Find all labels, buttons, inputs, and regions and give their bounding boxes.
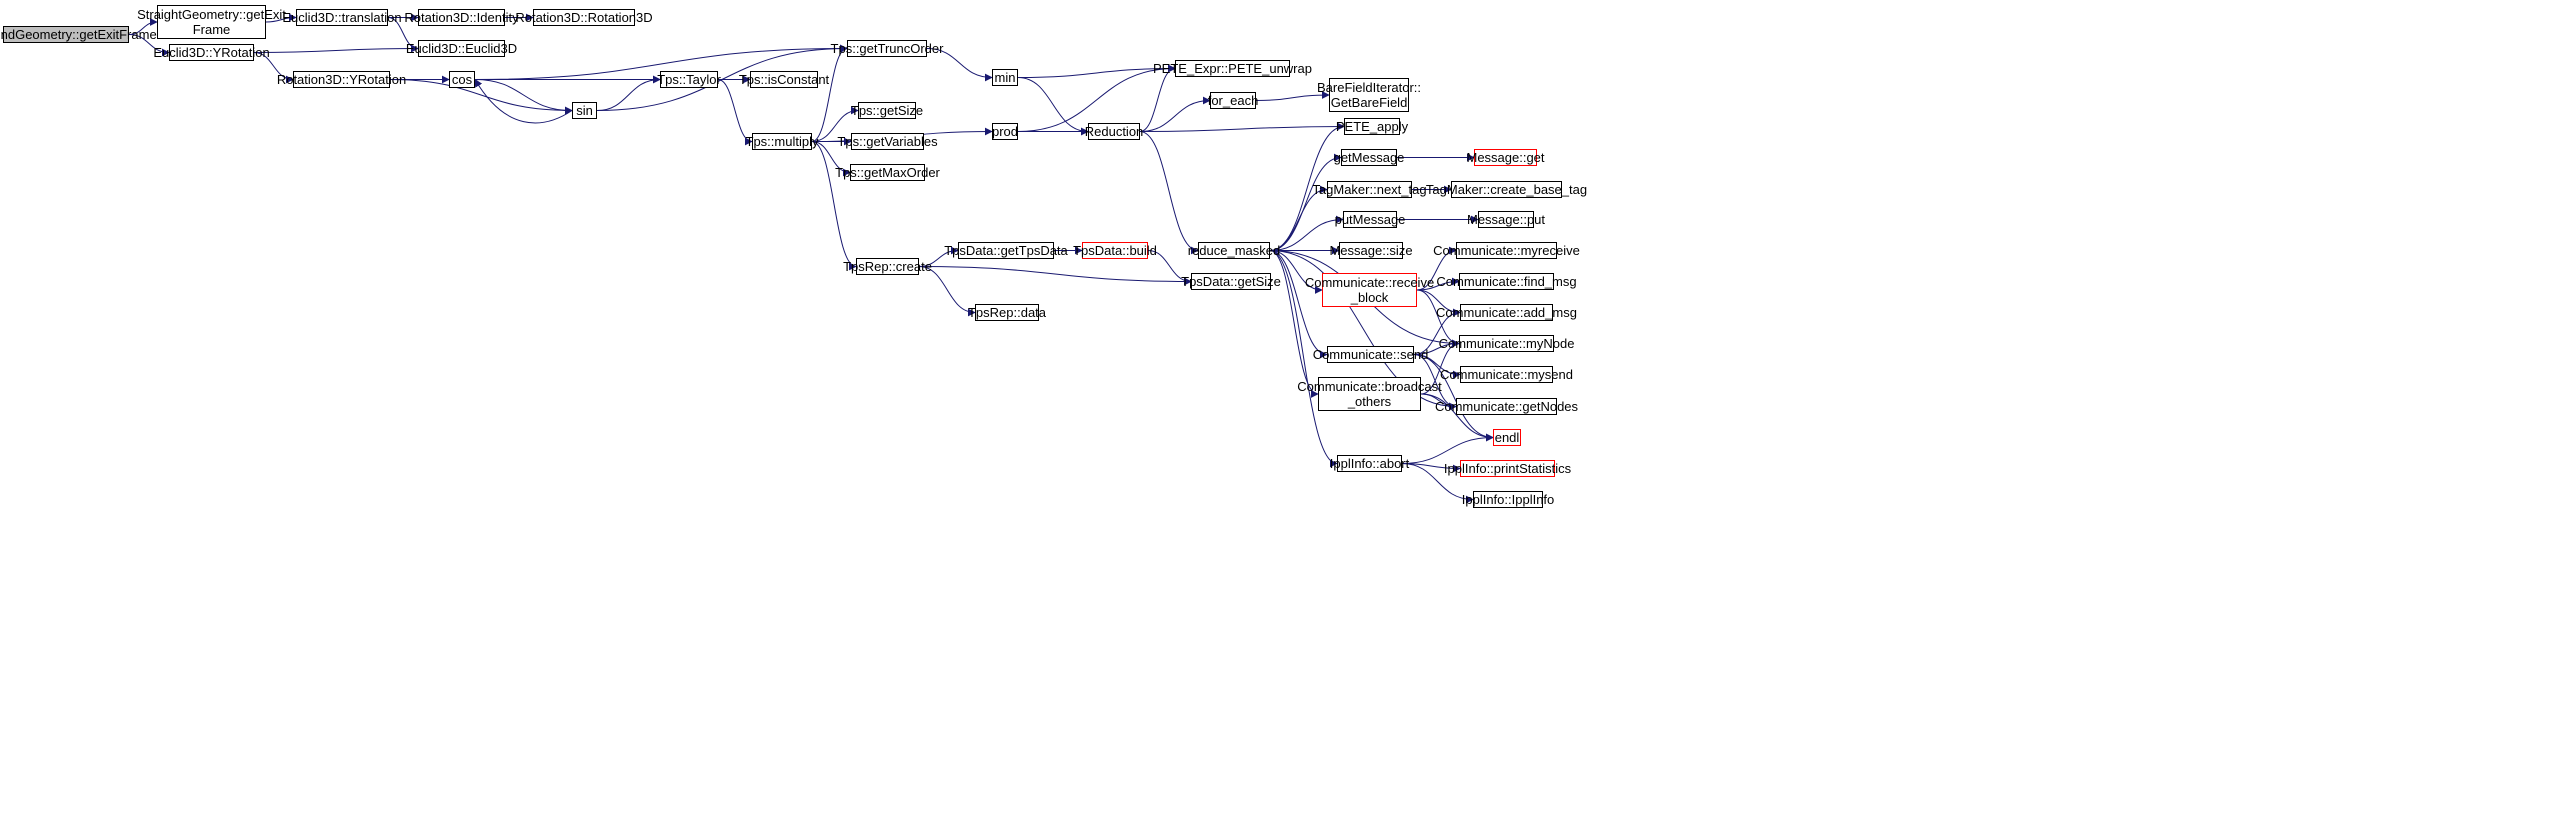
node-pete-expr-pete-unwrap[interactable]: PETE_Expr::PETE_unwrap: [1153, 60, 1312, 77]
call-edge-comm_send-to-endl: [1413, 354, 1494, 442]
call-edge-ippl_abort-to-endl: [1401, 433, 1494, 464]
node-tagmaker-next-tag[interactable]: TagMaker::next_tag: [1312, 181, 1427, 198]
node-euclid3d-yrotation[interactable]: Euclid3D::YRotation: [153, 44, 270, 61]
node-communicate-myreceive[interactable]: Communicate::myreceive: [1433, 242, 1580, 259]
node-tpsrep-data[interactable]: TpsRep::data: [967, 304, 1047, 321]
node-euclid3d-euclid3d[interactable]: Euclid3D::Euclid3D: [405, 40, 518, 57]
node-sin[interactable]: sin: [572, 102, 597, 119]
node-rotation3d-rotation3d[interactable]: Rotation3D::Rotation3D: [515, 9, 653, 26]
call-edge-tpsrep_create-to-tpsrep_data: [918, 266, 976, 317]
call-edge-reduce_masked-to-comm_send: [1269, 250, 1328, 359]
call-edge-tps_mult-to-tps_trunc: [811, 44, 848, 142]
call-edge-comm_recv-to-comm_find: [1416, 277, 1460, 291]
node-communicate-add-msg[interactable]: Communicate::add_msg: [1436, 304, 1577, 321]
node-message-put[interactable]: Message::put: [1466, 211, 1546, 228]
node-communicate-getnodes[interactable]: Communicate::getNodes: [1434, 398, 1579, 415]
node-putmessage[interactable]: putMessage: [1334, 211, 1406, 228]
call-edge-reduction-to-pete_apply: [1139, 122, 1345, 132]
call-edge-sg_exit-to-e_trans: [265, 13, 297, 23]
call-edge-reduction-to-for_each: [1139, 96, 1211, 132]
node-for-each[interactable]: for_each: [1207, 92, 1259, 109]
call-edge-comm_bcast-to-endl: [1420, 393, 1494, 442]
node-tps-getvariables[interactable]: Tps::getVariables: [837, 133, 938, 150]
node-reduction[interactable]: Reduction: [1084, 123, 1144, 140]
call-edge-reduce_masked-to-pete_apply: [1269, 122, 1345, 251]
call-edge-reduce_masked-to-comm_recv: [1269, 250, 1323, 294]
call-edge-r_yrot-to-sin: [389, 79, 573, 115]
node-communicate-mynode[interactable]: Communicate::myNode: [1438, 335, 1575, 352]
call-edge-tps_mult-to-tps_gmax: [811, 141, 851, 177]
call-edge-tps_taylor-to-tps_mult: [717, 79, 753, 146]
call-edge-reduction-to-pete_unwrap: [1139, 64, 1176, 132]
call-edge-min-to-reduction: [1017, 77, 1089, 136]
node-communicate-find-msg[interactable]: Communicate::find_msg: [1436, 273, 1577, 290]
call-edge-cos-to-sin: [474, 79, 573, 115]
call-edge-for_each-to-bfi: [1255, 91, 1330, 101]
node-ipplinfo-printstatistics[interactable]: IpplInfo::printStatistics: [1443, 460, 1572, 477]
call-edge-reduce_masked-to-putmessage: [1269, 215, 1344, 251]
call-edge-sin-to-cos: [474, 78, 573, 124]
call-edge-tpsrep_create-to-tpsdata_size: [918, 266, 1192, 286]
call-edge-reduce_masked-to-ippl_abort: [1269, 250, 1338, 468]
call-edge-reduce_masked-to-getmessage: [1269, 153, 1342, 251]
node-rotation3d-yrotation[interactable]: Rotation3D::YRotation: [276, 71, 407, 88]
node-getmessage[interactable]: getMessage: [1333, 149, 1405, 166]
node-prod[interactable]: prod: [991, 123, 1019, 140]
node-message-get[interactable]: Message::get: [1466, 149, 1545, 166]
call-edge-reduce_masked-to-comm_bcast: [1269, 250, 1319, 398]
node-cos[interactable]: cos: [449, 71, 475, 88]
call-edge-reduce_masked-to-tag_next: [1269, 185, 1328, 251]
node-tps-gettruncorder[interactable]: Tps::getTruncOrder: [830, 40, 944, 57]
node-endl[interactable]: endl: [1493, 429, 1521, 446]
node-ipplinfo-abort[interactable]: IpplInfo::abort: [1329, 455, 1410, 472]
call-edge-tps_mult-to-tpsrep_create: [811, 141, 857, 271]
node-euclid3d-translation[interactable]: Euclid3D::translation: [282, 9, 402, 26]
node-barefielditerator-getbarefield[interactable]: BareFieldIterator:: GetBareField: [1316, 78, 1422, 112]
call-edge-comm_bcast-to-comm_mynode: [1420, 339, 1460, 395]
node-rotation3d-identity[interactable]: Rotation3D::Identity: [404, 9, 519, 26]
node-tpsrep-create[interactable]: TpsRep::create: [843, 258, 932, 275]
node-tagmaker-create-base-tag[interactable]: TagMaker::create_base_tag: [1425, 181, 1588, 198]
node-straightgeometry-getexitframe[interactable]: StraightGeometry::getExit Frame: [137, 5, 286, 39]
call-edge-sin-to-tps_taylor: [596, 75, 661, 111]
call-edge-tpsdata_build-to-tpsdata_size: [1147, 250, 1192, 286]
node-rbendgeometry-getexitframe: RBendGeometry::getExitFrame: [0, 26, 157, 43]
call-edge-min-to-pete_unwrap: [1017, 64, 1176, 78]
node-reduce-masked[interactable]: reduce_masked: [1187, 242, 1281, 259]
call-edge-reduction-to-reduce_masked: [1139, 131, 1199, 255]
node-communicate-broadcast-others[interactable]: Communicate::broadcast _others: [1297, 377, 1442, 411]
node-pete-apply[interactable]: PETE_apply: [1335, 118, 1409, 135]
call-edge-e_ytr-to-e_e3d: [253, 44, 419, 53]
call-edge-ippl_abort-to-ippl_ctor: [1401, 463, 1474, 504]
call-edge-prod-to-pete_unwrap: [1017, 64, 1176, 132]
call-edge-root-to-sg_exit: [128, 18, 158, 35]
call-edge-root-to-e_ytr: [128, 34, 170, 57]
call-edge-comm_send-to-comm_add: [1413, 308, 1461, 355]
call-edge-cos-to-tps_trunc: [474, 44, 848, 80]
node-ipplinfo-ipplinfo[interactable]: IpplInfo::IpplInfo: [1461, 491, 1555, 508]
node-tpsdata-build[interactable]: TpsData::build: [1073, 242, 1157, 259]
node-communicate-send[interactable]: Communicate::send: [1312, 346, 1429, 363]
call-edge-tps_mult-to-tps_gsize: [811, 106, 859, 142]
call-edge-e_ytr-to-r_yrot: [253, 52, 294, 84]
call-edge-reduce_masked-to-comm_getnodes: [1269, 250, 1457, 411]
node-communicate-mysend[interactable]: Communicate::mysend: [1440, 366, 1573, 383]
call-edge-tps_trunc-to-min: [926, 48, 993, 82]
node-tps-taylor[interactable]: Tps::Taylor: [657, 71, 721, 88]
node-tps-isconstant[interactable]: Tps::isConstant: [738, 71, 830, 88]
node-tpsdata-gettpsdata[interactable]: TpsData::getTpsData: [944, 242, 1068, 259]
node-tpsdata-getsize[interactable]: TpsData::getSize: [1181, 273, 1281, 290]
node-min[interactable]: min: [992, 69, 1018, 86]
node-tps-getsize[interactable]: Tps::getSize: [850, 102, 924, 119]
call-edge-comm_recv-to-comm_myrecv: [1416, 246, 1457, 291]
node-message-size[interactable]: Message::size: [1329, 242, 1413, 259]
node-communicate-receive-block[interactable]: Communicate::receive _block: [1304, 273, 1435, 307]
node-tps-multiply[interactable]: Tps::multiply: [745, 133, 819, 150]
node-tps-getmaxorder[interactable]: Tps::getMaxOrder: [835, 164, 940, 181]
